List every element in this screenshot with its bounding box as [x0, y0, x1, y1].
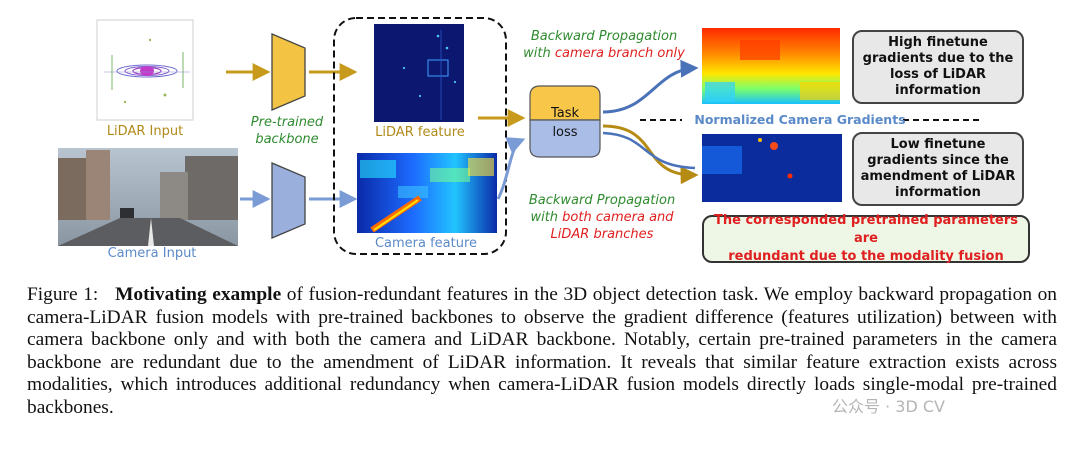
- gradient-map-low: [702, 134, 842, 202]
- backbone-label-line2: backbone: [255, 132, 319, 147]
- gradient-map-high: [702, 28, 840, 104]
- task-loss-label: Task loss: [530, 104, 600, 142]
- lidar-feature-label: LiDAR feature: [375, 125, 465, 140]
- low-note-line1: Low finetune: [890, 137, 986, 152]
- task-loss-box: [529, 85, 601, 158]
- low-note-line3: amendment of LiDAR: [860, 169, 1016, 184]
- camera-feature-map: [357, 153, 497, 233]
- lidar-input-image: [96, 19, 194, 121]
- task-loss-line1: Task: [550, 106, 580, 121]
- feature-container: [333, 17, 507, 255]
- camera-input-image: [58, 148, 238, 246]
- backprop-top-line1: Backward Propagation: [530, 29, 678, 44]
- caption-bold: Motivating example: [115, 284, 282, 305]
- watermark: 公众号 · 3D CV: [832, 397, 945, 416]
- backprop-bottom-red2: LiDAR branches: [550, 227, 654, 242]
- caption-label: Figure 1:: [27, 284, 99, 305]
- high-gradient-note: High finetune gradients due to the loss …: [852, 30, 1024, 104]
- backprop-top-red: camera branch only: [554, 46, 685, 61]
- high-note-line1: High finetune: [888, 35, 988, 50]
- backbone-label: Pre-trained backbone: [232, 114, 342, 148]
- camera-backbone: [271, 162, 306, 239]
- camera-input-label: Camera Input: [107, 246, 197, 261]
- low-note-line2: gradients since the: [867, 153, 1009, 168]
- high-note-line3: loss of LiDAR: [889, 67, 987, 82]
- backprop-top-label: Backward Propagation with camera branch …: [514, 28, 694, 62]
- lidar-backbone: [271, 33, 306, 111]
- camera-feature-label: Camera feature: [374, 236, 478, 251]
- backprop-bottom-line1: Backward Propagation: [528, 193, 676, 208]
- high-note-line4: information: [895, 83, 981, 98]
- gradients-label: Normalized Camera Gradients: [694, 112, 906, 127]
- backprop-bottom-prefix: with: [530, 210, 563, 225]
- low-gradient-note: Low finetune gradients since the amendme…: [852, 132, 1024, 206]
- backprop-bottom-label: Backward Propagation with both camera an…: [510, 192, 694, 243]
- caption-text: of fusion-redundant features in the 3D o…: [27, 284, 1057, 418]
- highlight-line1: The corresponded pretrained parameters a…: [713, 213, 1019, 246]
- low-note-line4: information: [895, 185, 981, 200]
- task-loss-line2: loss: [552, 125, 578, 140]
- lidar-feature-map: [374, 24, 464, 122]
- backprop-top-prefix: with: [523, 46, 555, 61]
- backprop-bottom-red1: both camera and: [562, 210, 674, 225]
- figure-caption: Figure 1: Motivating example of fusion-r…: [27, 284, 1057, 420]
- lidar-input-label: LiDAR Input: [106, 124, 184, 139]
- backbone-label-line1: Pre-trained: [250, 115, 324, 130]
- high-note-line2: gradients due to the: [862, 51, 1014, 66]
- figure-diagram: [58, 17, 980, 255]
- highlight-line2: redundant due to the modality fusion: [728, 249, 1004, 264]
- redundancy-highlight: The corresponded pretrained parameters a…: [702, 213, 1030, 264]
